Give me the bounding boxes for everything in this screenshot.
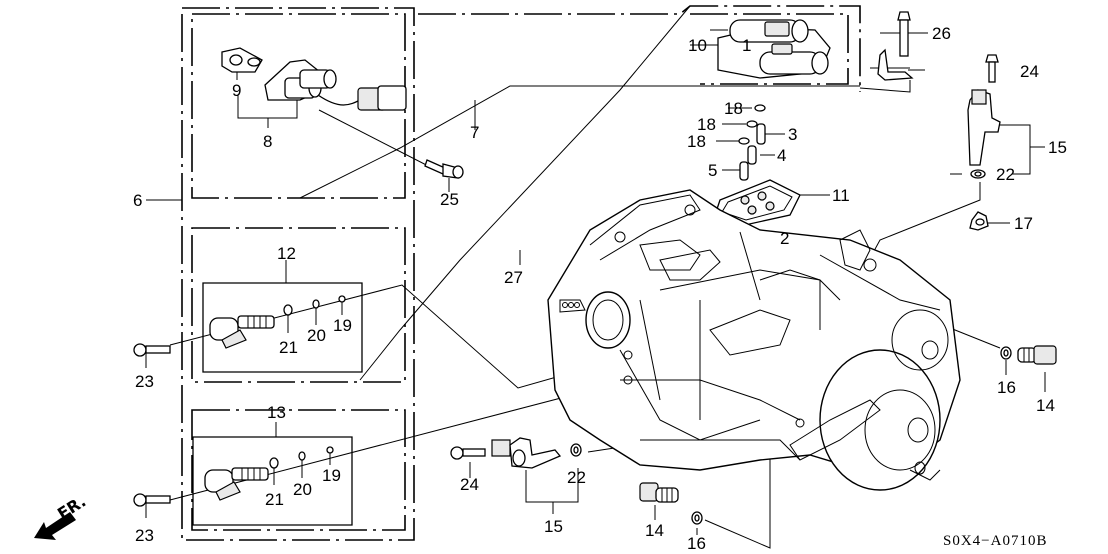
- clip-17: [969, 211, 989, 231]
- callout-18-top[interactable]: 18: [724, 99, 743, 118]
- group-box-10: [359, 5, 861, 381]
- callout-6[interactable]: 6: [133, 191, 142, 210]
- callout-14-right[interactable]: 14: [1036, 396, 1055, 415]
- callout-24-upper[interactable]: 24: [1020, 62, 1039, 81]
- bracket-1: [877, 48, 914, 81]
- callout-24-lower[interactable]: 24: [460, 475, 479, 494]
- lockup-solenoid-8: [221, 47, 407, 111]
- bolt-24-upper: [985, 54, 999, 83]
- callout-14-lower[interactable]: 14: [645, 521, 664, 540]
- o-rings-12-group: [283, 295, 346, 316]
- callout-labels: 1 2 3 4 5 6 7 8 9 10 11 12 13 14 14 15 1…: [133, 24, 1067, 553]
- callout-21-upper[interactable]: 21: [279, 338, 298, 357]
- o-rings-13-group: [269, 446, 334, 469]
- callout-23-lower[interactable]: 23: [135, 526, 154, 545]
- callout-20-lower[interactable]: 20: [293, 480, 312, 499]
- callout-11[interactable]: 11: [832, 186, 850, 205]
- speed-sensor-14-lower: [639, 482, 679, 503]
- callout-12[interactable]: 12: [277, 244, 296, 263]
- callout-1[interactable]: 1: [742, 36, 751, 55]
- o-rings-18: [738, 104, 766, 145]
- callout-19-upper[interactable]: 19: [333, 316, 352, 335]
- transmission-housing-27: [547, 189, 961, 491]
- linear-solenoid-13: [204, 467, 269, 501]
- callout-4[interactable]: 4: [777, 146, 786, 165]
- callout-2[interactable]: 2: [780, 229, 789, 248]
- callout-13[interactable]: 13: [267, 403, 286, 422]
- callout-19-lower[interactable]: 19: [322, 466, 341, 485]
- bolt-23-upper: [133, 343, 171, 357]
- callout-21-lower[interactable]: 21: [265, 490, 284, 509]
- group-box-7: [191, 13, 860, 199]
- callout-26[interactable]: 26: [932, 24, 951, 43]
- callout-17[interactable]: 17: [1014, 214, 1033, 233]
- callout-18-middle[interactable]: 18: [697, 115, 716, 134]
- callout-22-lower[interactable]: 22: [567, 468, 586, 487]
- washer-16-right: [1000, 346, 1012, 360]
- group-box-12: [191, 227, 406, 383]
- callout-16-lower[interactable]: 16: [687, 534, 706, 553]
- bolt-26: [897, 11, 911, 57]
- callout-23-upper[interactable]: 23: [135, 372, 154, 391]
- diagram-code: S0X4−A0710B: [943, 533, 1047, 549]
- o-ring-22-upper: [970, 169, 986, 179]
- washer-16-lower: [691, 511, 703, 525]
- linear-solenoid-12: [209, 315, 275, 349]
- speed-sensor-15-lower: [491, 437, 562, 469]
- dowel-pins: [739, 123, 766, 181]
- callout-16-right[interactable]: 16: [997, 378, 1016, 397]
- front-direction-arrow: FR.: [34, 492, 89, 540]
- callout-20-upper[interactable]: 20: [307, 326, 326, 345]
- group-box-6: [181, 7, 415, 541]
- callout-7[interactable]: 7: [470, 123, 479, 142]
- callout-27[interactable]: 27: [504, 268, 523, 287]
- callout-5[interactable]: 5: [708, 161, 717, 180]
- callout-18-bottom[interactable]: 18: [687, 132, 706, 151]
- callout-3[interactable]: 3: [788, 125, 797, 144]
- callout-9[interactable]: 9: [232, 81, 241, 100]
- speed-sensor-15-upper: [967, 89, 1001, 166]
- front-indicator-label: FR.: [54, 492, 89, 524]
- callout-15-lower[interactable]: 15: [544, 517, 563, 536]
- o-ring-22-lower: [570, 443, 582, 457]
- callout-8[interactable]: 8: [263, 132, 272, 151]
- shift-solenoid-10: [717, 19, 831, 79]
- callout-10[interactable]: 10: [688, 36, 707, 55]
- bolt-25: [424, 159, 464, 179]
- callout-15-upper[interactable]: 15: [1048, 138, 1067, 157]
- group-box-13: [191, 409, 406, 531]
- callout-22-upper[interactable]: 22: [996, 165, 1015, 184]
- callout-25[interactable]: 25: [440, 190, 459, 209]
- speed-sensor-14-right: [1017, 345, 1057, 365]
- bolt-24-lower: [450, 446, 486, 460]
- bolt-23-lower: [133, 493, 171, 507]
